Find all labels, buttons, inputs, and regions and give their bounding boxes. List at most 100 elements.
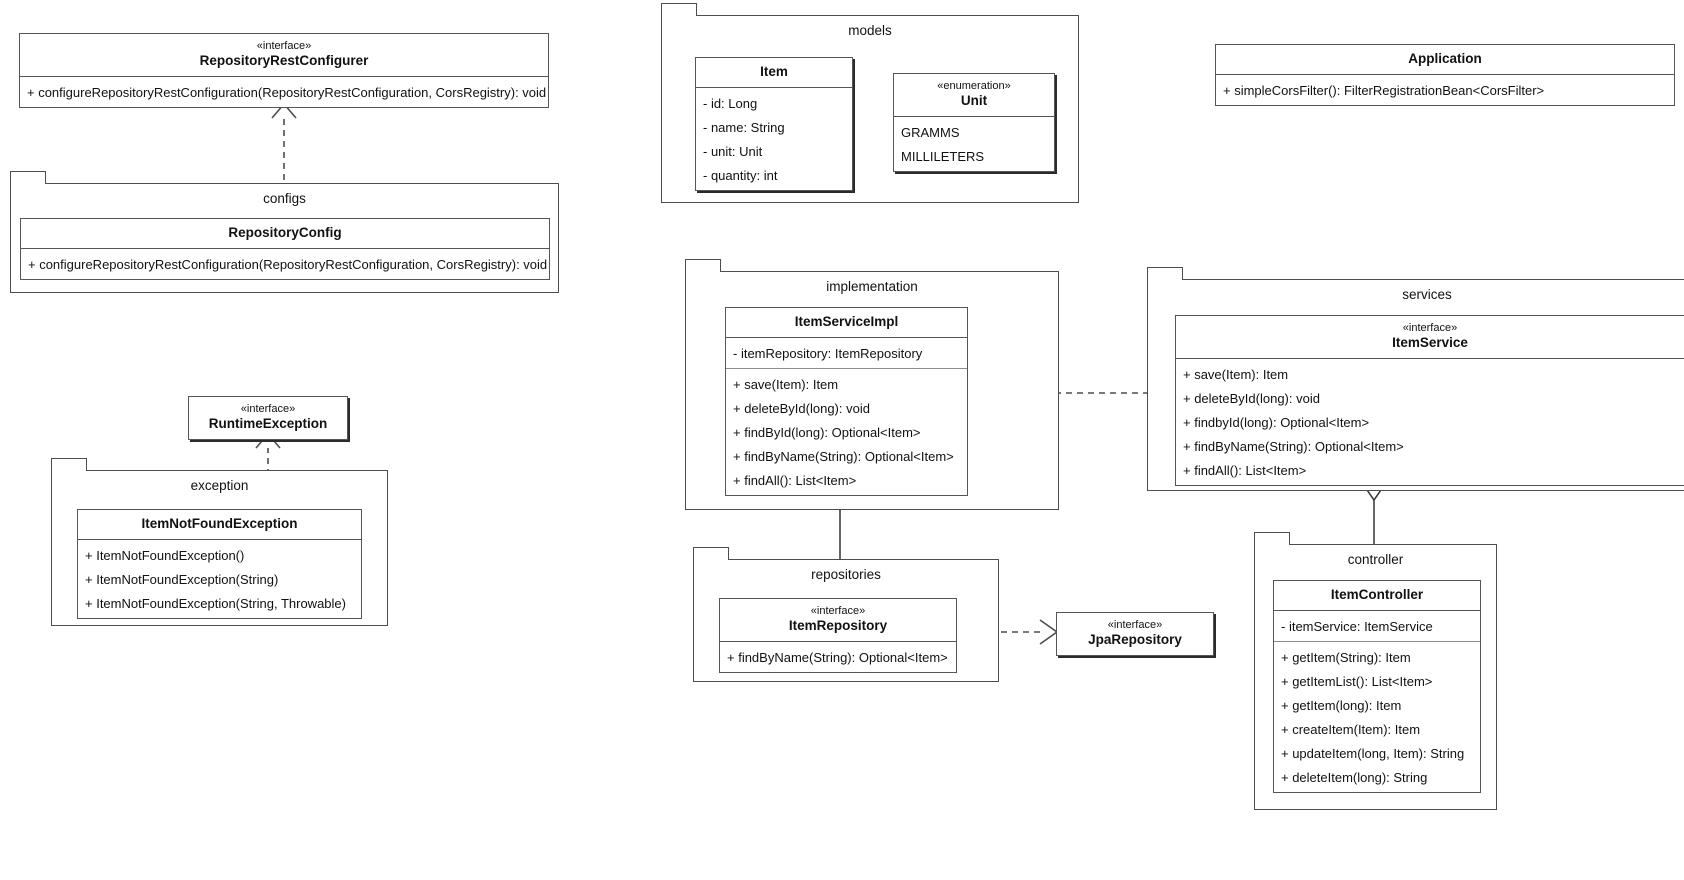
package-configs[interactable]: configs RepositoryConfig + configureRepo… <box>9 171 559 293</box>
class-header: ItemController <box>1274 581 1480 611</box>
package-tab <box>660 3 697 16</box>
class-item-service-impl[interactable]: ItemServiceImpl - itemRepository: ItemRe… <box>725 307 968 496</box>
enum-literal: MILLILETERS <box>901 148 985 164</box>
package-implementation[interactable]: implementation ItemServiceImpl - itemRep… <box>684 259 1059 510</box>
method-item: + deleteItem(long): String <box>1281 769 1428 785</box>
method-item: + deleteById(long): void <box>733 400 870 416</box>
class-name: ItemRepository <box>788 618 888 633</box>
class-name: RepositoryRestConfigurer <box>199 53 369 68</box>
method-item: + configureRepositoryRestConfiguration(R… <box>27 84 547 100</box>
method-item: + createItem(Item): Item <box>1281 721 1421 737</box>
class-runtime-exception[interactable]: «interface» RuntimeException <box>188 396 348 440</box>
method-compartment: + save(Item): Item + deleteById(long): v… <box>1176 359 1684 485</box>
method-item: + deleteById(long): void <box>1183 390 1320 406</box>
stereotype-label: «enumeration» <box>937 80 1011 92</box>
enum-literal: GRAMMS <box>901 124 960 140</box>
stereotype-label: «interface» <box>1402 322 1458 334</box>
package-tab <box>50 458 87 471</box>
package-tab <box>684 259 721 272</box>
method-item: + save(Item): Item <box>733 376 839 392</box>
method-item: + findByName(String): Optional<Item> <box>727 649 948 665</box>
package-title: repositories <box>811 567 881 582</box>
realization-repositoryconfig-to-repositoryrestconfigurer <box>271 102 297 191</box>
package-title: configs <box>263 191 306 206</box>
class-name: RepositoryConfig <box>228 225 342 240</box>
package-tab <box>1146 267 1183 280</box>
class-item-not-found-exception[interactable]: ItemNotFoundException + ItemNotFoundExce… <box>77 509 362 619</box>
method-item: + findAll(): List<Item> <box>733 472 857 488</box>
method-item: + getItem(long): Item <box>1281 697 1402 713</box>
class-header: «interface» ItemService <box>1176 316 1684 359</box>
method-item: + findByName(String): Optional<Item> <box>733 448 954 464</box>
class-header: ItemServiceImpl <box>726 308 967 338</box>
class-item-repository[interactable]: «interface» ItemRepository + findByName(… <box>719 598 957 673</box>
class-jpa-repository[interactable]: «interface» JpaRepository <box>1056 612 1214 656</box>
class-application[interactable]: Application + simpleCorsFilter(): Filter… <box>1215 44 1675 106</box>
method-item: + findAll(): List<Item> <box>1183 462 1307 478</box>
package-tab <box>692 547 729 560</box>
attribute-item: - id: Long <box>703 95 758 111</box>
class-name: ItemController <box>1330 587 1424 602</box>
stereotype-label: «interface» <box>1107 619 1163 631</box>
method-item: + updateItem(long, Item): String <box>1281 745 1465 761</box>
attribute-compartment: - id: Long - name: String - unit: Unit -… <box>696 88 852 190</box>
method-item: + ItemNotFoundException(String, Throwabl… <box>85 595 346 611</box>
method-item: + getItemList(): List<Item> <box>1281 673 1433 689</box>
class-name: Application <box>1408 51 1482 66</box>
stereotype-label: «interface» <box>256 40 312 52</box>
method-item: + ItemNotFoundException(String) <box>85 571 279 587</box>
class-name: ItemNotFoundException <box>141 516 298 531</box>
package-services[interactable]: services «interface» ItemService + save(… <box>1146 267 1684 491</box>
method-item: + findByName(String): Optional<Item> <box>1183 438 1404 454</box>
class-unit-enumeration[interactable]: «enumeration» Unit GRAMMS MILLILETERS <box>893 73 1055 172</box>
class-header: ItemNotFoundException <box>78 510 361 540</box>
class-name: Unit <box>960 93 988 108</box>
package-tab <box>9 171 46 184</box>
class-header: «enumeration» Unit <box>894 74 1054 117</box>
method-compartment: + configureRepositoryRestConfiguration(R… <box>20 77 548 107</box>
class-repository-rest-configurer[interactable]: «interface» RepositoryRestConfigurer + c… <box>19 33 549 108</box>
class-item-service[interactable]: «interface» ItemService + save(Item): It… <box>1175 315 1684 486</box>
method-item: + ItemNotFoundException() <box>85 547 245 563</box>
attribute-item: - itemRepository: ItemRepository <box>733 345 923 361</box>
class-name: JpaRepository <box>1088 632 1182 647</box>
attribute-item: - unit: Unit <box>703 143 763 159</box>
package-exception[interactable]: exception ItemNotFoundException + ItemNo… <box>50 458 388 626</box>
method-item: + configureRepositoryRestConfiguration(R… <box>28 256 548 272</box>
package-controller[interactable]: controller ItemController - itemService:… <box>1253 532 1497 810</box>
class-repository-config[interactable]: RepositoryConfig + configureRepositoryRe… <box>20 218 550 280</box>
class-name: RuntimeException <box>208 416 328 431</box>
method-item: + save(Item): Item <box>1183 366 1289 382</box>
attribute-item: - name: String <box>703 119 785 135</box>
method-compartment: + findByName(String): Optional<Item> <box>720 642 956 672</box>
method-item: + findById(long): Optional<Item> <box>733 424 921 440</box>
class-name: Item <box>760 64 788 79</box>
class-name: ItemServiceImpl <box>794 314 899 329</box>
package-repositories[interactable]: repositories «interface» ItemRepository … <box>692 547 999 682</box>
attribute-compartment: - itemService: ItemService <box>1274 611 1480 641</box>
class-header: «interface» RepositoryRestConfigurer <box>20 34 548 77</box>
class-item[interactable]: Item - id: Long - name: String - unit: U… <box>695 57 853 191</box>
package-tab <box>1253 532 1290 545</box>
class-item-controller[interactable]: ItemController - itemService: ItemServic… <box>1273 580 1481 793</box>
class-header: «interface» RuntimeException <box>189 397 347 439</box>
method-item: + getItem(String): Item <box>1281 649 1411 665</box>
literal-compartment: GRAMMS MILLILETERS <box>894 117 1054 171</box>
class-header: RepositoryConfig <box>21 219 549 249</box>
attribute-item: - itemService: ItemService <box>1281 618 1433 634</box>
method-item: + findbyId(long): Optional<Item> <box>1183 414 1370 430</box>
method-compartment: + getItem(String): Item + getItemList():… <box>1274 641 1480 792</box>
class-name: ItemService <box>1392 335 1468 350</box>
class-header: «interface» JpaRepository <box>1057 613 1213 655</box>
method-compartment: + ItemNotFoundException() + ItemNotFound… <box>78 540 361 618</box>
attribute-compartment: - itemRepository: ItemRepository <box>726 338 967 368</box>
package-title: services <box>1402 287 1452 302</box>
stereotype-label: «interface» <box>240 403 296 415</box>
package-title: models <box>848 23 892 38</box>
method-item: + simpleCorsFilter(): FilterRegistration… <box>1223 82 1545 98</box>
class-header: Application <box>1216 45 1674 75</box>
package-title: exception <box>190 478 249 493</box>
class-header: «interface» ItemRepository <box>720 599 956 642</box>
method-compartment: + save(Item): Item + deleteById(long): v… <box>726 368 967 495</box>
